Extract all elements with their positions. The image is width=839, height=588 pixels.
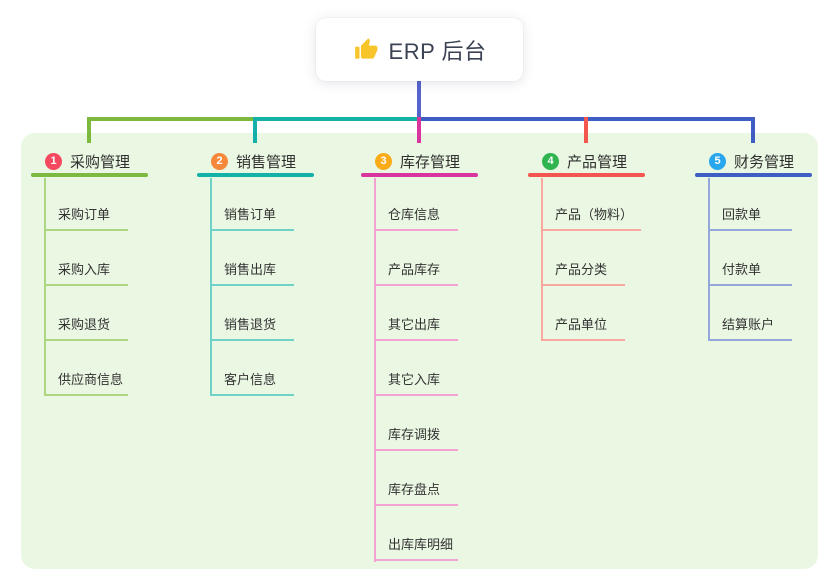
child-label: 产品分类 <box>555 262 608 277</box>
connector-root-stem <box>417 81 421 121</box>
branch-header-purchase[interactable]: 1 采购管理 <box>45 151 130 172</box>
child-node[interactable]: 采购退货 <box>44 316 128 341</box>
thumbs-up-icon <box>354 37 377 59</box>
child-node[interactable]: 供应商信息 <box>44 371 128 396</box>
child-node[interactable]: 产品（物料） <box>541 206 641 231</box>
badge-1: 1 <box>45 153 62 170</box>
child-label: 产品（物料） <box>555 207 634 222</box>
connector-drop-inventory <box>417 117 421 143</box>
branch-header-inventory[interactable]: 3 库存管理 <box>375 151 460 172</box>
branch-tree-line <box>210 178 212 396</box>
child-label: 采购订单 <box>58 207 111 222</box>
branch-tree-line <box>44 178 46 396</box>
branch-underline <box>31 173 148 177</box>
child-label: 销售订单 <box>224 207 277 222</box>
branch-label: 销售管理 <box>236 154 297 171</box>
connector-bus-teal <box>253 117 419 121</box>
child-node[interactable]: 产品单位 <box>541 316 625 341</box>
child-node[interactable]: 出库库明细 <box>374 536 458 561</box>
child-node[interactable]: 付款单 <box>708 261 792 286</box>
child-label: 采购退货 <box>58 317 111 332</box>
child-node[interactable]: 客户信息 <box>210 371 294 396</box>
root-node[interactable]: ERP 后台 <box>316 18 523 81</box>
connector-drop-product <box>584 117 588 143</box>
branch-header-finance[interactable]: 5 财务管理 <box>709 151 794 172</box>
child-label: 产品单位 <box>555 317 608 332</box>
child-node[interactable]: 销售退货 <box>210 316 294 341</box>
child-label: 仓库信息 <box>388 207 441 222</box>
child-label: 库存调拨 <box>388 427 441 442</box>
child-label: 销售出库 <box>224 262 277 277</box>
root-label: ERP 后台 <box>388 38 487 64</box>
child-node[interactable]: 结算账户 <box>708 316 792 341</box>
child-label: 产品库存 <box>388 262 441 277</box>
connector-bus-green <box>87 117 255 121</box>
branch-tree-line <box>708 178 710 341</box>
child-label: 付款单 <box>722 262 762 277</box>
branch-label: 库存管理 <box>400 154 461 171</box>
connector-drop-finance <box>751 117 755 143</box>
child-node[interactable]: 销售订单 <box>210 206 294 231</box>
child-node[interactable]: 产品库存 <box>374 261 458 286</box>
child-label: 出库库明细 <box>388 537 454 552</box>
branches-panel <box>21 133 818 569</box>
child-label: 回款单 <box>722 207 762 222</box>
branch-underline <box>361 173 478 177</box>
child-label: 其它入库 <box>388 372 441 387</box>
child-label: 销售退货 <box>224 317 277 332</box>
child-label: 供应商信息 <box>58 372 124 387</box>
child-node[interactable]: 其它出库 <box>374 316 458 341</box>
branch-header-product[interactable]: 4 产品管理 <box>542 151 627 172</box>
branch-label: 财务管理 <box>734 154 795 171</box>
branch-tree-line <box>374 178 376 562</box>
branch-tree-line <box>541 178 543 341</box>
badge-5: 5 <box>709 153 726 170</box>
child-node[interactable]: 仓库信息 <box>374 206 458 231</box>
child-node[interactable]: 采购订单 <box>44 206 128 231</box>
badge-4: 4 <box>542 153 559 170</box>
branch-underline <box>197 173 314 177</box>
badge-2: 2 <box>211 153 228 170</box>
connector-drop-purchase <box>87 117 91 143</box>
child-label: 采购入库 <box>58 262 111 277</box>
child-node[interactable]: 库存调拨 <box>374 426 458 451</box>
branch-label: 产品管理 <box>567 154 628 171</box>
child-node[interactable]: 采购入库 <box>44 261 128 286</box>
badge-3: 3 <box>375 153 392 170</box>
child-label: 库存盘点 <box>388 482 441 497</box>
child-label: 客户信息 <box>224 372 277 387</box>
connector-drop-sales <box>253 117 257 143</box>
branch-underline <box>695 173 812 177</box>
branch-label: 采购管理 <box>70 154 131 171</box>
child-node[interactable]: 库存盘点 <box>374 481 458 506</box>
child-label: 其它出库 <box>388 317 441 332</box>
child-label: 结算账户 <box>722 317 775 332</box>
child-node[interactable]: 销售出库 <box>210 261 294 286</box>
branch-header-sales[interactable]: 2 销售管理 <box>211 151 296 172</box>
branch-underline <box>528 173 645 177</box>
child-node[interactable]: 回款单 <box>708 206 792 231</box>
child-node[interactable]: 产品分类 <box>541 261 625 286</box>
child-node[interactable]: 其它入库 <box>374 371 458 396</box>
